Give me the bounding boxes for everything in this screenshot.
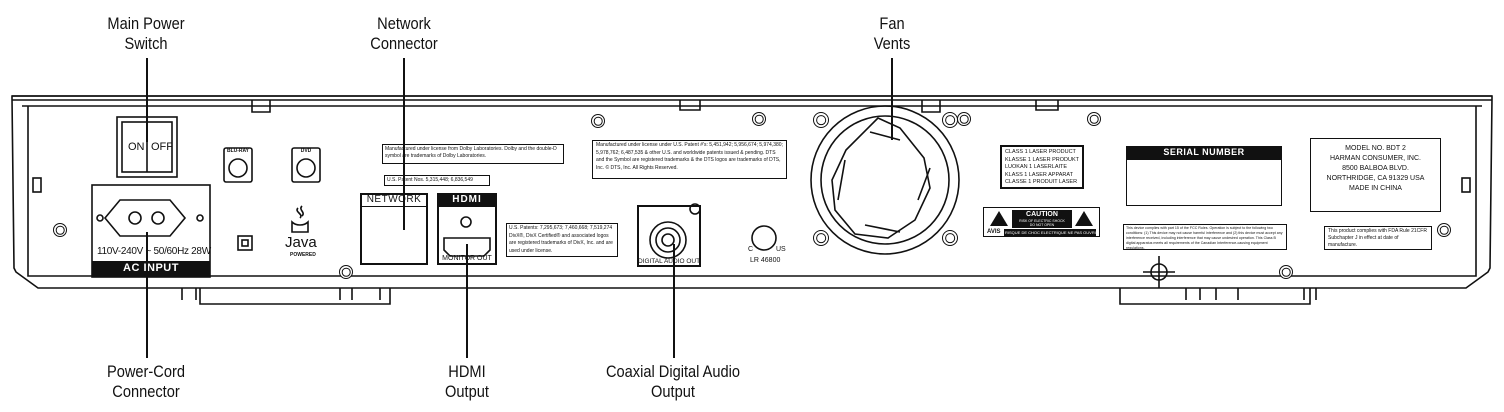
java-logo: Java [285, 234, 317, 251]
screw-icon [752, 112, 766, 126]
screw-icon [957, 112, 971, 126]
leader-hdmi [466, 244, 468, 358]
callout-power-cord-connector: Power-Cord Connector [106, 362, 185, 401]
network-label: NETWORK [366, 194, 422, 205]
fan-grille-outer [810, 105, 960, 255]
ac-inlet-frame [91, 184, 211, 278]
laser-class-line: LUOKAN 1 LASERLAITE [1005, 164, 1068, 171]
avis-band [1004, 229, 1096, 236]
fan-grille-blades [831, 117, 931, 239]
laser-class-line: CLASS 1 LASER PRODUCT [1005, 149, 1076, 155]
callout-hdmi-output: HDMI Output [445, 362, 489, 401]
chassis-top-lip [12, 95, 1492, 101]
model-info-line: MADE IN CHINA [1349, 185, 1402, 192]
network-connector-frame [360, 193, 428, 265]
dvd-logo-text: DVD [300, 148, 312, 154]
csa-number: LR 46800 [750, 257, 781, 264]
csa-c: C [748, 246, 754, 253]
model-info-line: NORTHRIDGE, CA 91329 USA [1326, 175, 1425, 182]
screw-icon [813, 112, 829, 128]
caution-title: CAUTION [1026, 211, 1058, 218]
leader-network [403, 58, 405, 230]
caution-label: CAUTION RISK OF ELECTRIC SHOCK DO NOT OP… [983, 207, 1100, 237]
callout-main-power-switch: Main Power Switch [107, 14, 185, 53]
ac-rating-label: 110V-240V ~ 50/60Hz 28W [97, 246, 211, 257]
screw-icon [339, 265, 353, 279]
caution-center-block [1012, 210, 1072, 228]
bluray-logo-text: BLU-RAY [226, 148, 250, 154]
screw-icon [813, 230, 829, 246]
serial-number-title: SERIAL NUMBER [1163, 147, 1245, 157]
digital-audio-out-label: DIGITAL AUDIO OUT [637, 258, 701, 265]
avis-text: RISQUE DE CHOC ELECTRIQUE NE PAS OUVRIR [1005, 230, 1099, 235]
avis-label: AVIS [987, 229, 1001, 235]
model-info-line: HARMAN CONSUMER, INC. [1329, 155, 1421, 162]
digital-audio-out-frame [637, 205, 701, 267]
screw-icon [942, 230, 958, 246]
laser-class-line: CLASSE 1 PRODUIT LASER [1005, 179, 1078, 186]
screw-icon [1437, 223, 1451, 237]
csa-us: US [776, 246, 786, 253]
hdmi-port-shape [443, 237, 491, 257]
screw-icon [942, 112, 958, 128]
foot-right [1119, 288, 1311, 305]
switch-off-label: OFF [151, 141, 173, 153]
serial-number-band [1126, 146, 1282, 160]
caution-sub1: RISK OF ELECTRIC SHOCK [1019, 219, 1065, 223]
screw-icon [591, 114, 605, 128]
caution-sub2: DO NOT OPEN [1029, 223, 1055, 227]
leader-coaxial [673, 244, 675, 358]
chassis-inner-line [22, 105, 1482, 277]
screw-icon [1279, 265, 1293, 279]
leader-fan [891, 58, 893, 140]
model-info-line: MODEL NO. BDT 2 [1345, 145, 1406, 152]
caution-warning-icon-right [1075, 211, 1093, 226]
fda-notice-label: This product complies with FDA Rule 21CF… [1324, 226, 1432, 250]
leader-power-cord [146, 232, 148, 358]
ac-input-label: AC INPUT [123, 262, 179, 274]
fcc-notice-label: This device complies with part 15 of the… [1123, 224, 1287, 250]
dts-notice-label: Manufactured under license under U.S. Pa… [592, 140, 787, 179]
ac-input-band [92, 261, 210, 277]
model-info-line: 8500 BALBOA BLVD. [1342, 165, 1409, 172]
divx-notice-label: U.S. Patents: 7,295,673; 7,460,668; 7,51… [506, 223, 618, 257]
foot-left [199, 288, 391, 305]
coaxial-jack [649, 221, 687, 259]
java-powered: POWERED [290, 252, 316, 258]
callout-coaxial-digital-audio-output: Coaxial Digital Audio Output [605, 362, 741, 401]
model-number-label: MODEL NO. BDT 2 HARMAN CONSUMER, INC. 8500… [1310, 138, 1441, 212]
us-patent-label: U.S. Patent Nos. 5,315,448; 6,836,549 [384, 175, 490, 186]
laser-class-line: KLASSE 1 LASER PRODUKT [1005, 156, 1079, 163]
chassis-outline [11, 95, 1493, 289]
hdmi-logo-band [437, 193, 497, 207]
switch-on-label: ON [128, 141, 145, 153]
laser-class-line: KLASS 1 LASER APPARAT [1005, 171, 1073, 178]
callout-network-connector: Network Connector [370, 14, 438, 53]
dolby-notice-label: Manufactured under license from Dolby La… [382, 144, 564, 164]
caution-warning-icon-left [990, 211, 1008, 226]
callout-fan-vents: Fan Vents [873, 14, 911, 53]
leader-main-power [146, 58, 148, 142]
network-label-band [360, 193, 428, 207]
screw-icon [1087, 112, 1101, 126]
hdmi-logo: HDMI [452, 194, 482, 205]
screw-icon [53, 223, 67, 237]
